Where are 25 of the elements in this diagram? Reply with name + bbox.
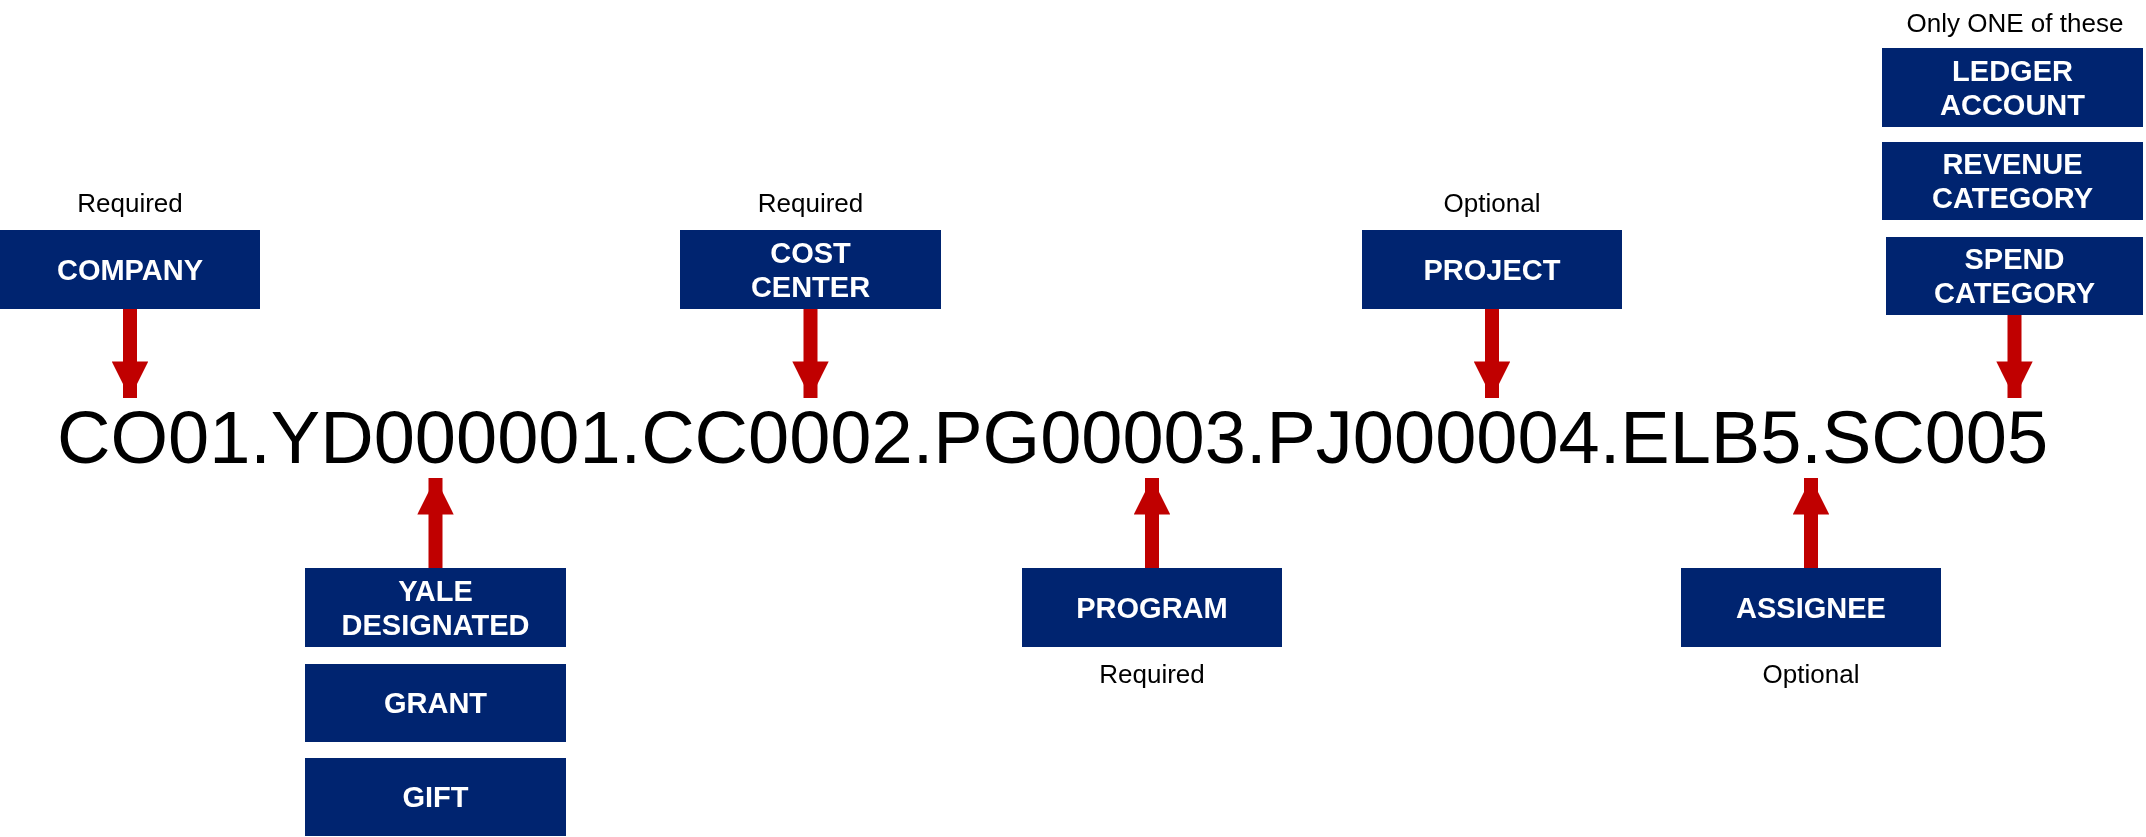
account-code-string: CO01.YD000001.CC0002.PG00003.PJ000004.ELB5.SC005 (57, 398, 2049, 478)
segment-box: YALE DESIGNATED (305, 568, 566, 647)
arrow (792, 309, 829, 398)
arrow (1996, 315, 2033, 398)
requirement-note: Required (77, 188, 183, 219)
segment-box: COST CENTER (680, 230, 941, 309)
requirement-note: Optional (1443, 188, 1541, 219)
segment-box: LEDGER ACCOUNT (1882, 48, 2143, 127)
arrow (1792, 478, 1830, 568)
requirement-note: Required (757, 188, 864, 219)
requirement-note: Optional (1762, 659, 1860, 690)
note-text: Only ONE of these (1906, 8, 2124, 39)
arrow (1133, 478, 1171, 568)
segment-box: SPEND CATEGORY (1886, 237, 2143, 315)
segment-box: REVENUE CATEGORY (1882, 142, 2143, 220)
arrow (1473, 309, 1511, 398)
requirement-note: Required (1099, 659, 1205, 690)
segment-box: GIFT (305, 758, 566, 836)
arrow (111, 309, 149, 398)
segment-box: COMPANY (0, 230, 260, 309)
segment-box: PROGRAM (1022, 568, 1282, 647)
arrow (417, 478, 454, 568)
segment-box: PROJECT (1362, 230, 1622, 309)
segment-box: GRANT (305, 664, 566, 742)
segment-box: ASSIGNEE (1681, 568, 1941, 647)
